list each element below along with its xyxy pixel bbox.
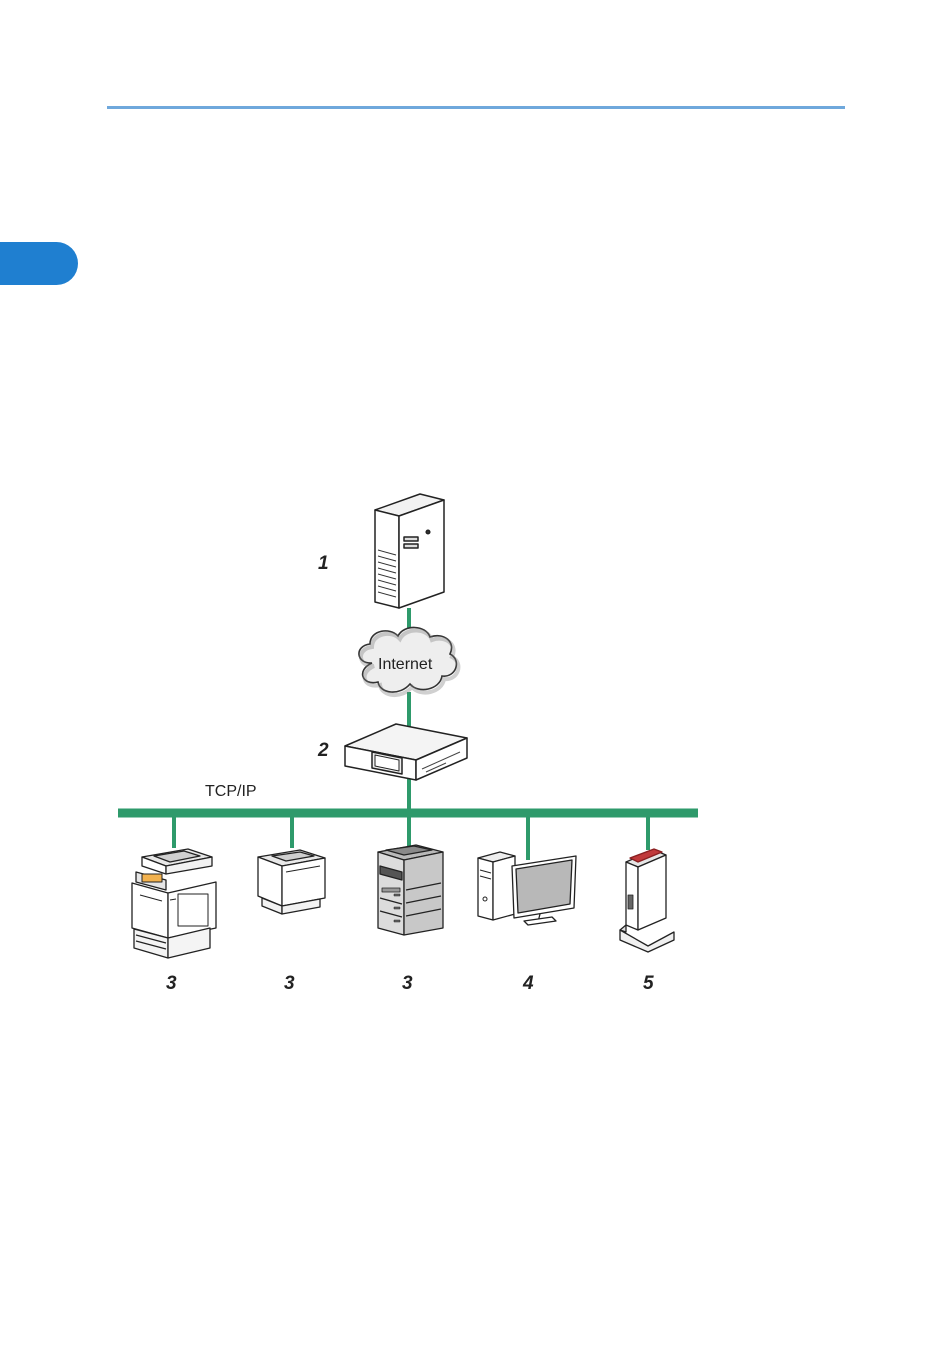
server-tower-icon <box>375 494 444 608</box>
appliance-number: 5 <box>643 973 654 994</box>
desktop-pc-icon <box>478 852 515 920</box>
copier-icon <box>378 845 443 935</box>
router-icon <box>345 724 467 780</box>
server-number: 1 <box>318 553 329 574</box>
monitor-icon <box>512 856 576 925</box>
pc-number: 4 <box>522 973 534 994</box>
tcpip-label: TCP/IP <box>205 783 257 800</box>
copier-number: 3 <box>402 973 413 994</box>
network-appliance-icon <box>620 849 674 952</box>
laser-printer-icon <box>258 850 325 914</box>
router-number: 2 <box>317 740 329 761</box>
internet-label: Internet <box>378 656 433 673</box>
laser-printer-number: 3 <box>284 973 295 994</box>
mfp-icon <box>132 849 216 958</box>
mfp-number: 3 <box>166 973 177 994</box>
